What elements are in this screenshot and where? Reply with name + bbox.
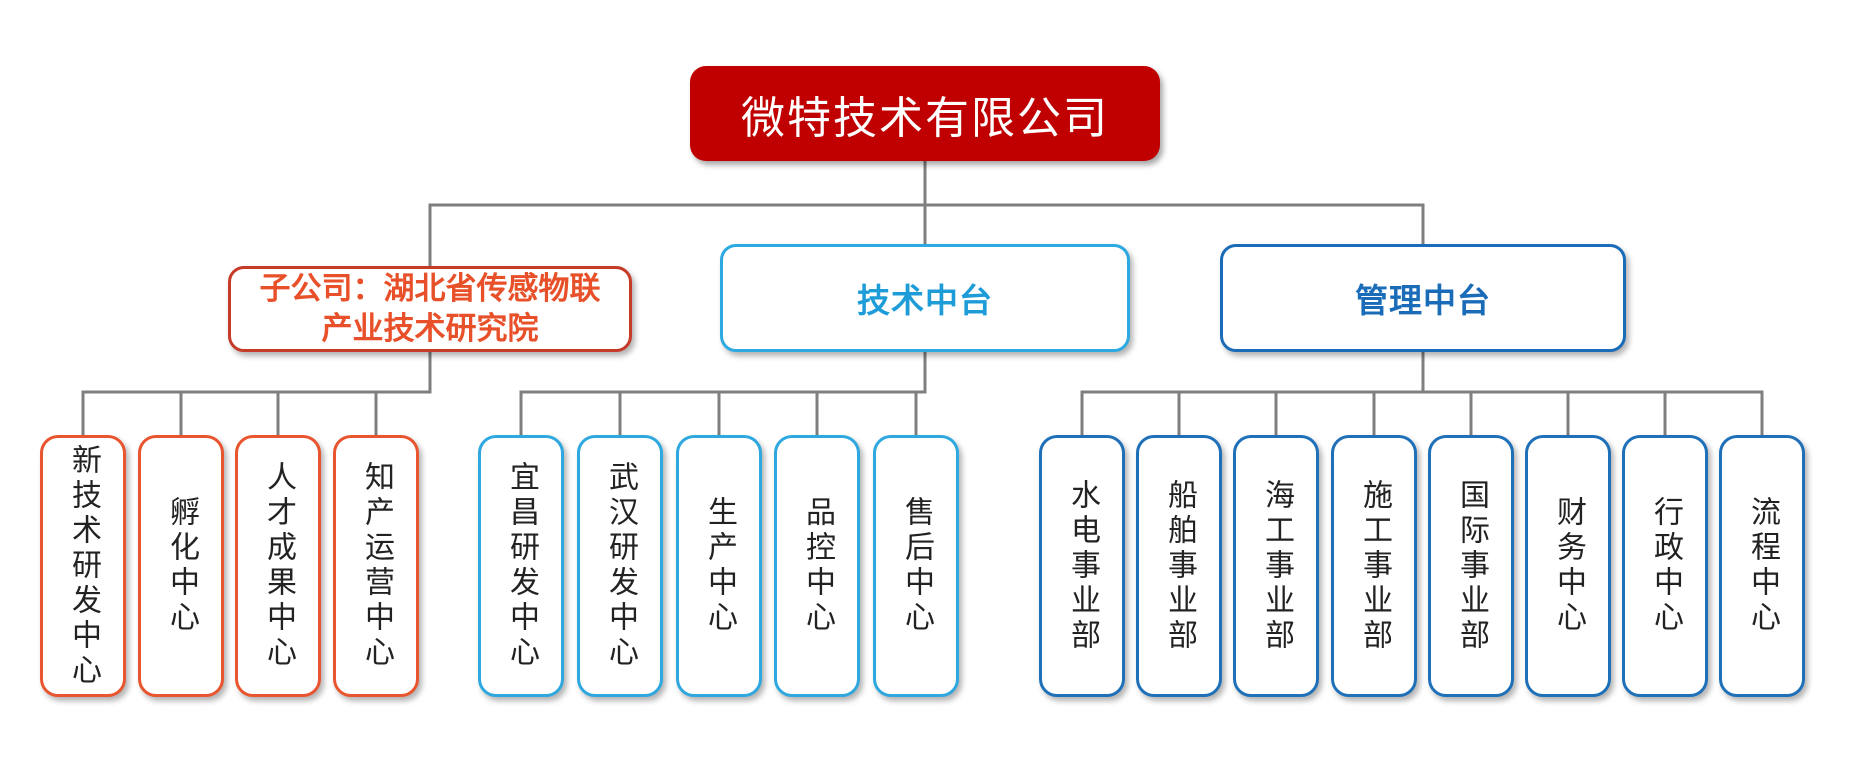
org-node-leaf-aftersales: 售后中心: [873, 435, 959, 697]
mgmt-platform-label: 管理中台: [1355, 282, 1491, 319]
leaf-label: 武汉研发中心: [604, 461, 637, 671]
leaf-label: 船舶事业部: [1163, 478, 1196, 654]
org-node-leaf-ip-operation: 知产运营中心: [333, 435, 419, 697]
leaf-label: 施工事业部: [1358, 478, 1391, 654]
org-node-leaf-incubation: 孵化中心: [138, 435, 224, 697]
company-root-label: 微特技术有限公司: [741, 93, 1109, 143]
org-node-subsidiary: 子公司：湖北省传感物联 产业技术研究院: [228, 266, 632, 352]
leaf-label: 国际事业部: [1455, 478, 1488, 654]
org-node-leaf-wuhan-rd: 武汉研发中心: [577, 435, 663, 697]
org-node-leaf-talent: 人才成果中心: [235, 435, 321, 697]
leaf-label: 行政中心: [1649, 496, 1682, 636]
org-node-leaf-finance: 财务中心: [1525, 435, 1611, 697]
org-node-tech-platform: 技术中台: [720, 244, 1130, 352]
org-node-leaf-admin: 行政中心: [1622, 435, 1708, 697]
leaf-label: 售后中心: [900, 496, 933, 636]
org-node-leaf-hydropower: 水电事业部: [1039, 435, 1125, 697]
org-node-mgmt-platform: 管理中台: [1220, 244, 1626, 352]
leaf-label: 新技术研发中心: [67, 443, 100, 689]
org-node-leaf-process: 流程中心: [1719, 435, 1805, 697]
org-node-company-root: 微特技术有限公司: [690, 66, 1160, 161]
subsidiary-label: 子公司：湖北省传感物联 产业技术研究院: [259, 271, 601, 346]
org-node-leaf-new-tech-rd: 新技术研发中心: [40, 435, 126, 697]
leaf-label: 知产运营中心: [360, 461, 393, 671]
leaf-label: 流程中心: [1746, 496, 1779, 636]
leaf-label: 生产中心: [703, 496, 736, 636]
leaf-label: 水电事业部: [1066, 478, 1099, 654]
org-node-leaf-quality: 品控中心: [774, 435, 860, 697]
leaf-label: 财务中心: [1552, 496, 1585, 636]
org-node-leaf-international: 国际事业部: [1428, 435, 1514, 697]
leaf-label: 孵化中心: [165, 496, 198, 636]
leaf-label: 人才成果中心: [262, 461, 295, 671]
leaf-label: 品控中心: [801, 496, 834, 636]
org-node-leaf-shipping: 船舶事业部: [1136, 435, 1222, 697]
tech-platform-label: 技术中台: [857, 282, 993, 319]
org-node-leaf-yichang-rd: 宜昌研发中心: [478, 435, 564, 697]
org-node-leaf-offshore: 海工事业部: [1233, 435, 1319, 697]
org-node-leaf-construction: 施工事业部: [1331, 435, 1417, 697]
org-node-leaf-production: 生产中心: [676, 435, 762, 697]
leaf-label: 宜昌研发中心: [505, 461, 538, 671]
leaf-label: 海工事业部: [1260, 478, 1293, 654]
